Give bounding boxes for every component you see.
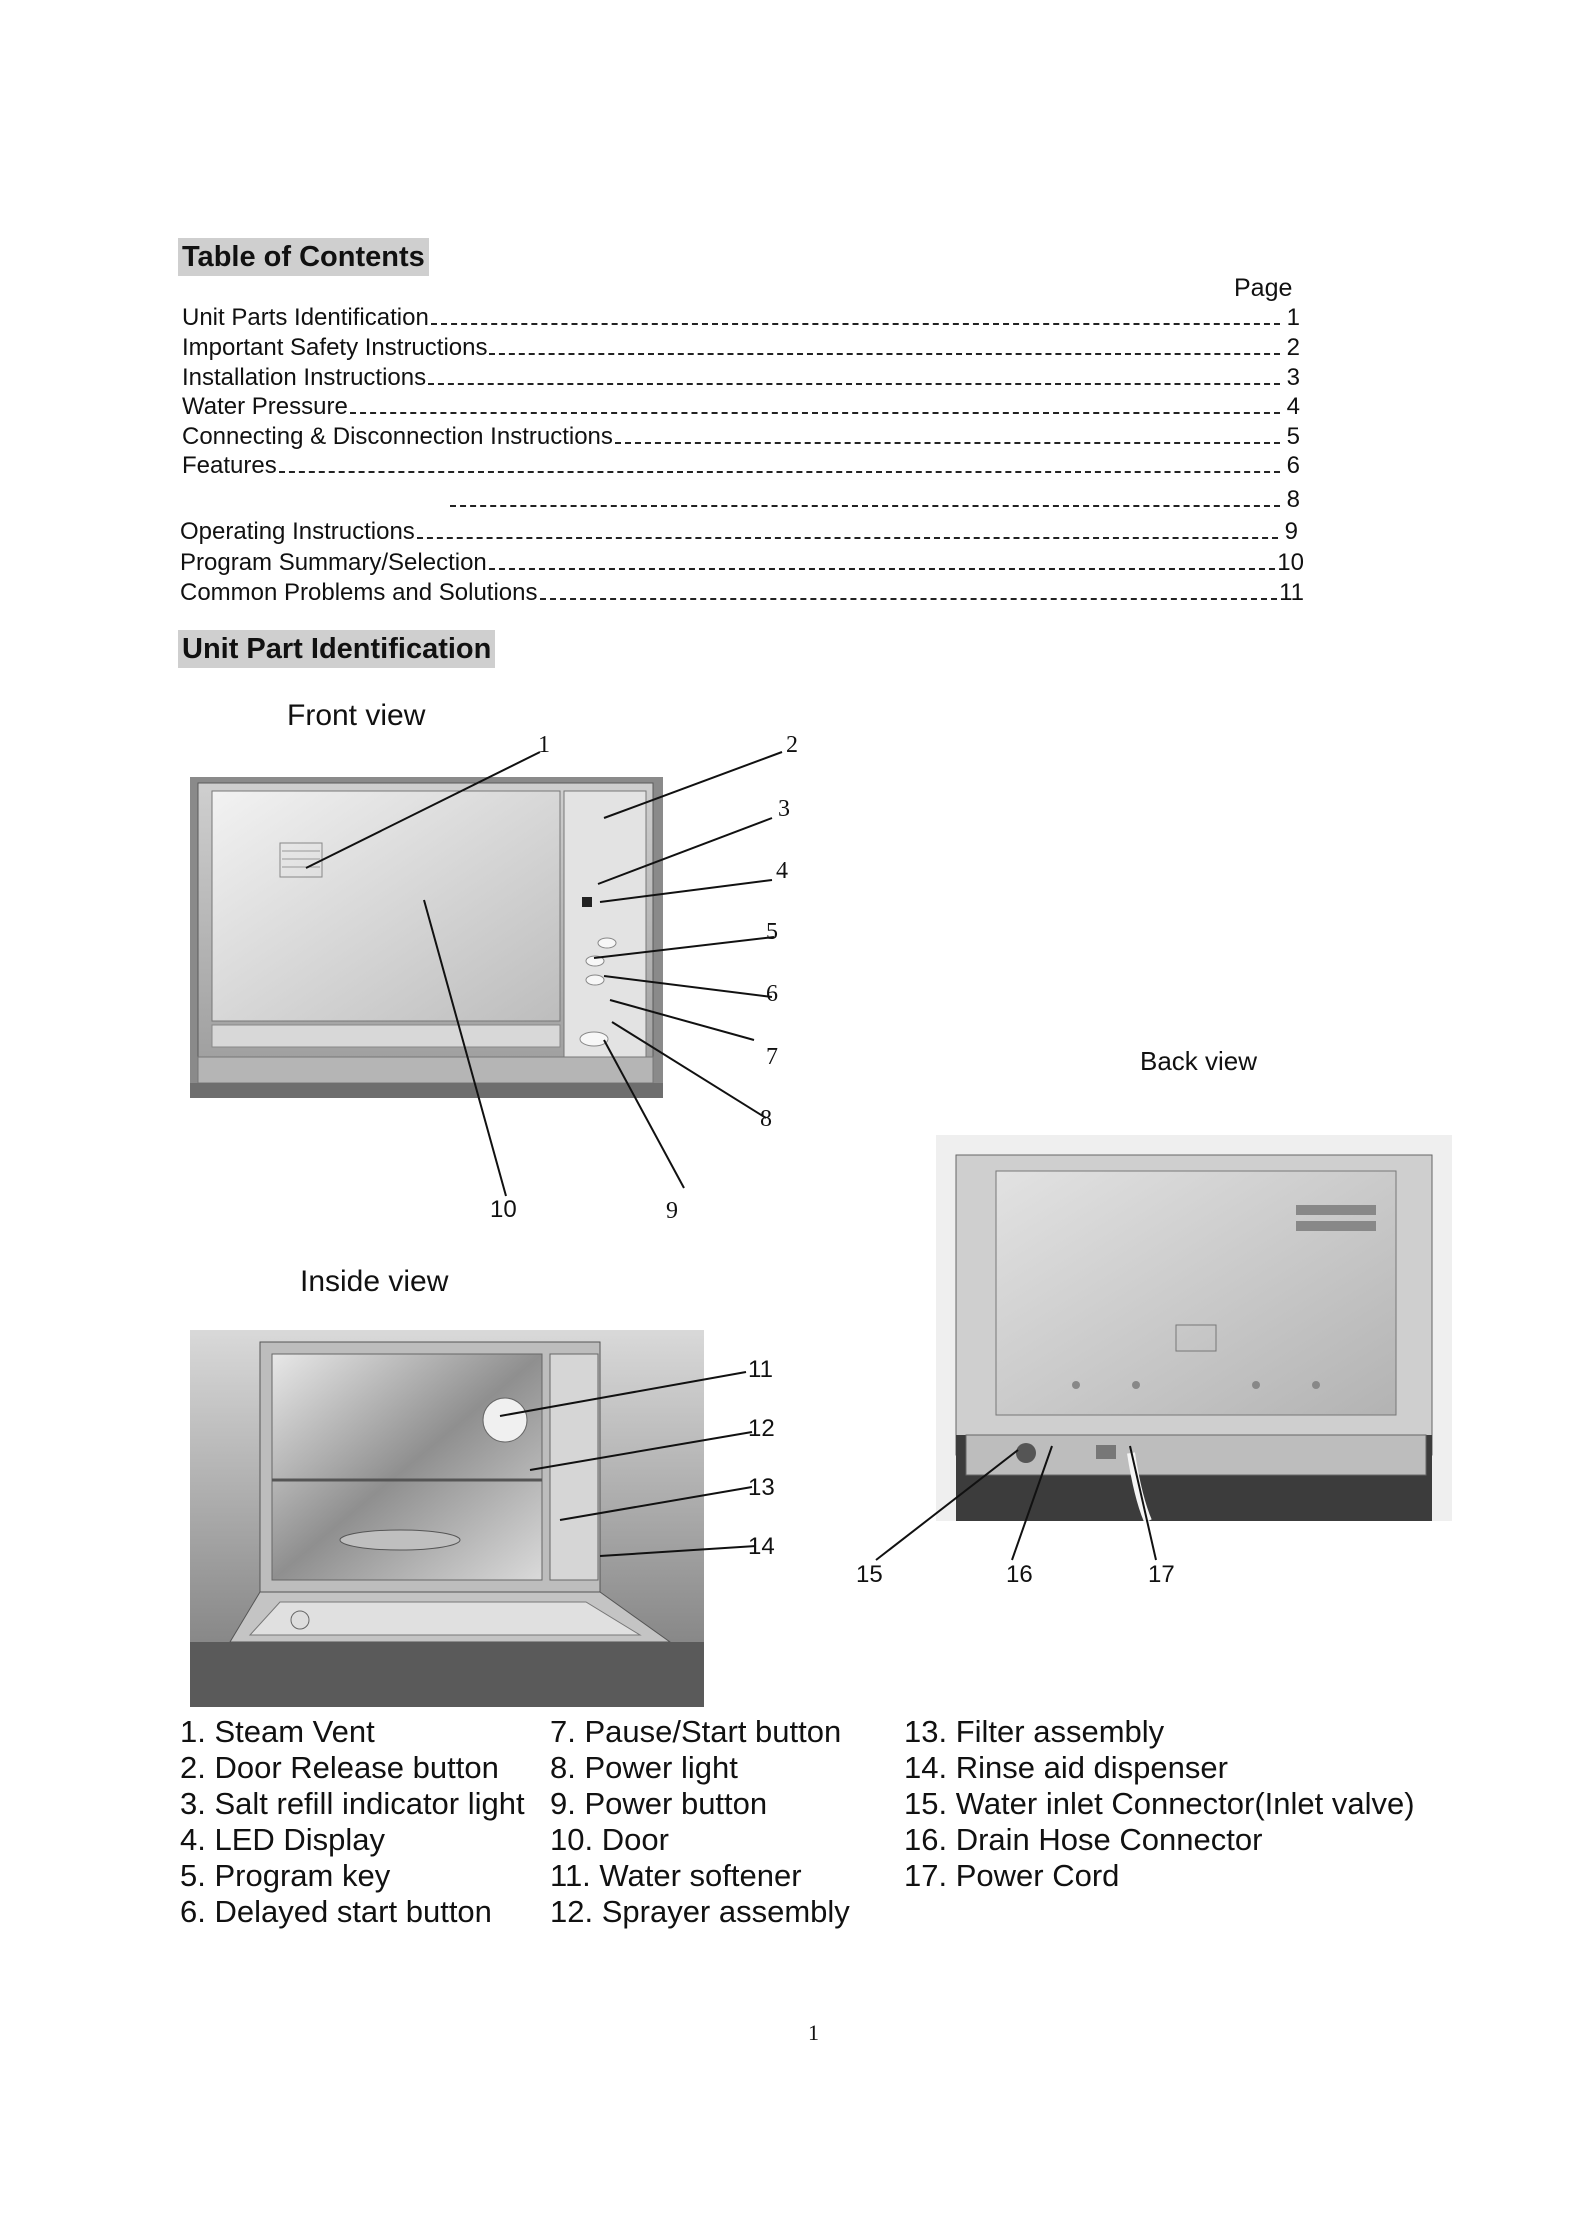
parts-legend-column-3: 13. Filter assembly 14. Rinse aid dispen… (904, 1714, 1415, 1894)
legend-item: 1. Steam Vent (180, 1714, 525, 1750)
toc-dot-leader (431, 323, 1280, 325)
toc-dot-leader (417, 537, 1278, 539)
toc-entry-page: 8 (1282, 486, 1300, 514)
toc-entry-page: 3 (1282, 364, 1300, 392)
toc-dot-leader (350, 412, 1280, 414)
callout-number: 5 (766, 919, 778, 946)
toc-entry-page: 4 (1282, 393, 1300, 421)
legend-item: 3. Salt refill indicator light (180, 1786, 525, 1822)
toc-entry[interactable]: Common Problems and Solutions 11 (180, 577, 1304, 607)
legend-item: 5. Program key (180, 1858, 525, 1894)
toc-entry-page: 9 (1280, 518, 1298, 546)
legend-item: 8. Power light (550, 1750, 850, 1786)
callout-number: 9 (666, 1198, 678, 1225)
toc-entry[interactable]: Installation Instructions 3 (182, 362, 1300, 392)
toc-entry-page: 5 (1282, 423, 1300, 451)
legend-item: 2. Door Release button (180, 1750, 525, 1786)
legend-item: 6. Delayed start button (180, 1894, 525, 1930)
toc-entry[interactable]: Connecting & Disconnection Instructions … (182, 421, 1300, 451)
toc-dot-leader (450, 505, 1280, 507)
back-view-label: Back view (1140, 1046, 1257, 1077)
inside-view-label: Inside view (300, 1265, 448, 1299)
callout-number: 7 (766, 1044, 778, 1071)
parts-legend-column-1: 1. Steam Vent 2. Door Release button 3. … (180, 1714, 525, 1930)
callout-number: 16 (1006, 1561, 1033, 1589)
toc-entry-title: Installation Instructions (182, 364, 426, 392)
toc-entry-title: Unit Parts Identification (182, 304, 429, 332)
legend-item: 4. LED Display (180, 1822, 525, 1858)
page-number: 1 (808, 2020, 819, 2046)
parts-heading: Unit Part Identification (178, 630, 495, 668)
toc-entry-page: 10 (1277, 549, 1304, 577)
front-view-photo (190, 777, 663, 1098)
toc-entry-title: Program Summary/Selection (180, 549, 487, 577)
toc-entry-page: 2 (1282, 334, 1300, 362)
back-view-photo (936, 1135, 1452, 1521)
toc-heading: Table of Contents (178, 238, 429, 276)
callout-number: 6 (766, 981, 778, 1008)
callout-number: 2 (786, 732, 798, 759)
toc-entry-title: Water Pressure (182, 393, 348, 421)
legend-item: 9. Power button (550, 1786, 850, 1822)
legend-item: 14. Rinse aid dispenser (904, 1750, 1415, 1786)
toc-entry[interactable]: Operating Instructions 9 (180, 516, 1298, 546)
toc-entry-title: Common Problems and Solutions (180, 579, 538, 607)
toc-entry[interactable]: Unit Parts Identification 1 (182, 302, 1300, 332)
toc-entry[interactable]: Program Summary/Selection 10 (180, 547, 1304, 577)
toc-dot-leader (615, 442, 1280, 444)
toc-page-column-label: Page (1234, 274, 1292, 303)
toc-entry-title: Connecting & Disconnection Instructions (182, 423, 613, 451)
legend-item: 16. Drain Hose Connector (904, 1822, 1415, 1858)
toc-entry-title: Features (182, 452, 277, 480)
callout-number: 1 (538, 732, 550, 759)
callout-number: 17 (1148, 1561, 1175, 1589)
legend-item: 10. Door (550, 1822, 850, 1858)
toc-entry[interactable]: Water Pressure 4 (182, 391, 1300, 421)
legend-item: 15. Water inlet Connector(Inlet valve) (904, 1786, 1415, 1822)
callout-number: 14 (748, 1533, 775, 1561)
legend-item: 17. Power Cord (904, 1858, 1415, 1894)
legend-item: 13. Filter assembly (904, 1714, 1415, 1750)
toc-dot-leader (279, 471, 1280, 473)
callout-number: 4 (776, 858, 788, 885)
toc-entry[interactable]: 8 (448, 484, 1300, 514)
toc-entry[interactable]: Important Safety Instructions 2 (182, 332, 1300, 362)
callout-number: 11 (748, 1356, 773, 1384)
toc-dot-leader (489, 568, 1276, 570)
parts-legend-column-2: 7. Pause/Start button 8. Power light 9. … (550, 1714, 850, 1930)
callout-number: 3 (778, 796, 790, 823)
toc-dot-leader (428, 383, 1280, 385)
toc-entry[interactable]: Features 6 (182, 450, 1300, 480)
callout-number: 15 (856, 1561, 883, 1589)
inside-view-photo (190, 1330, 704, 1707)
legend-item: 11. Water softener (550, 1858, 850, 1894)
legend-item: 7. Pause/Start button (550, 1714, 850, 1750)
toc-dot-leader (489, 353, 1280, 355)
callout-number: 10 (490, 1196, 517, 1224)
legend-item: 12. Sprayer assembly (550, 1894, 850, 1930)
front-view-label: Front view (287, 699, 425, 733)
callout-number: 12 (748, 1415, 775, 1443)
toc-entry-title: Operating Instructions (180, 518, 415, 546)
callout-number: 8 (760, 1106, 772, 1133)
toc-entry-page: 6 (1282, 452, 1300, 480)
callout-number: 13 (748, 1474, 775, 1502)
toc-dot-leader (540, 598, 1278, 600)
toc-entry-page: 1 (1282, 304, 1300, 332)
toc-entry-title: Important Safety Instructions (182, 334, 487, 362)
toc-entry-page: 11 (1279, 579, 1304, 607)
